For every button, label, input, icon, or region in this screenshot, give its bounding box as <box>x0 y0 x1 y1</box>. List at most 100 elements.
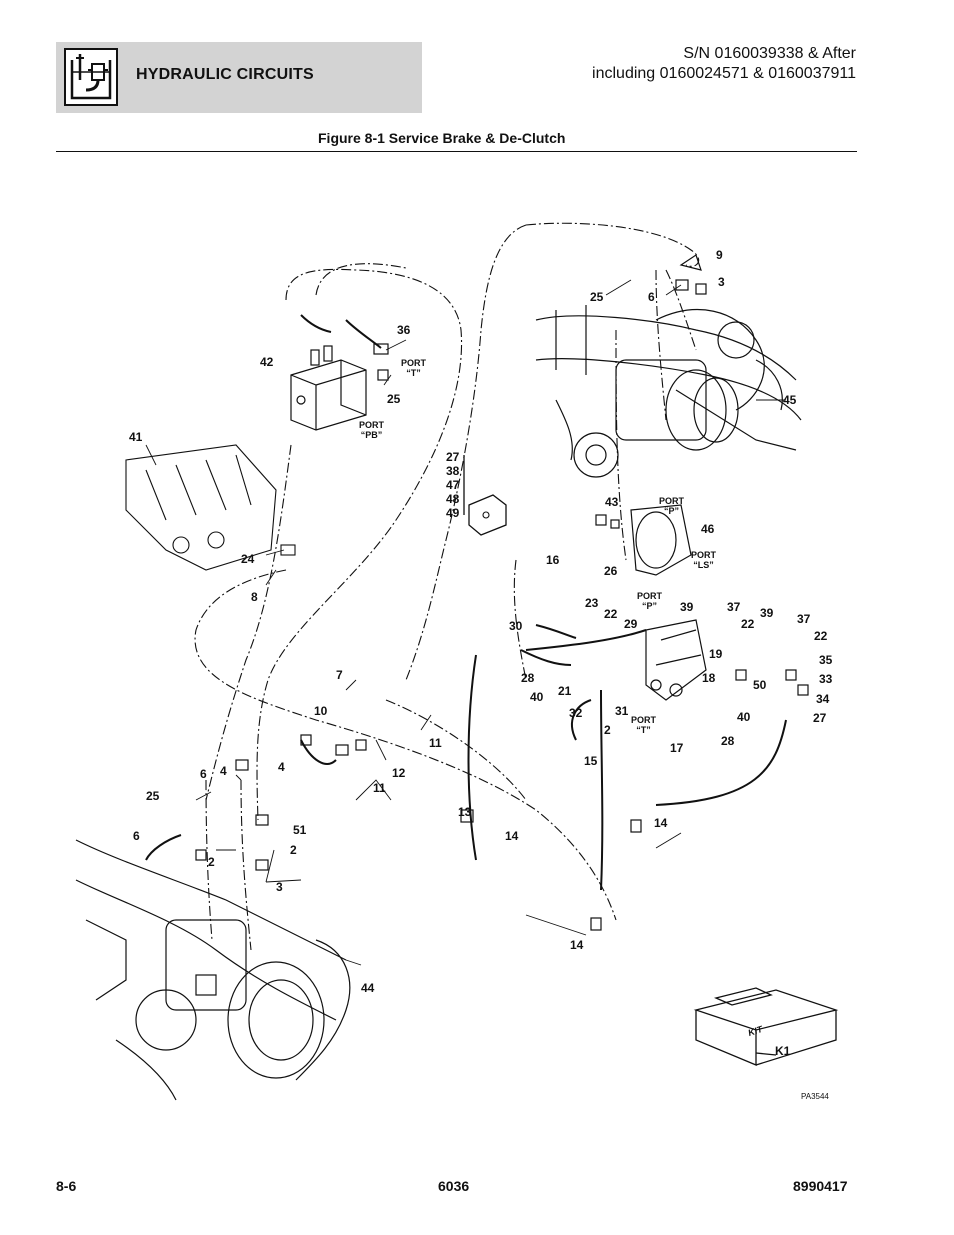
port-label-t: PORT “T” <box>401 358 426 378</box>
callout-38: 38 <box>446 464 460 478</box>
callout-18: 18 <box>702 671 716 685</box>
callout-16: 16 <box>546 553 560 567</box>
callout-49: 49 <box>446 506 460 520</box>
callout-36: 36 <box>397 323 411 337</box>
callout-42: 42 <box>260 355 274 369</box>
callout-21: 21 <box>558 684 572 698</box>
callout-45: 45 <box>783 393 797 407</box>
port-id: “P” <box>642 601 658 611</box>
callout-9: 9 <box>716 248 723 262</box>
callout-6: 6 <box>648 290 655 304</box>
callout-30: 30 <box>509 619 523 633</box>
callout-51: 51 <box>293 823 307 837</box>
callout-4: 4 <box>220 764 227 778</box>
callout-10: 10 <box>314 704 328 718</box>
port-word: PORT <box>359 420 385 430</box>
callout-2: 2 <box>604 723 611 737</box>
callout-39: 39 <box>680 600 694 614</box>
callout-13: 13 <box>458 805 472 819</box>
callout-25: 25 <box>146 789 160 803</box>
callout-6: 6 <box>133 829 140 843</box>
callout-14: 14 <box>570 938 584 952</box>
callout-4: 4 <box>278 760 285 774</box>
port-id: “LS” <box>693 560 714 570</box>
hydraulic-reservoir-icon <box>64 48 118 106</box>
callout-14: 14 <box>505 829 519 843</box>
hydraulic-diagram: 9 3 25 6 36 42 25 45 41 27 38 47 48 49 4… <box>56 160 856 1120</box>
callout-19: 19 <box>709 647 723 661</box>
callout-37: 37 <box>727 600 741 614</box>
image-reference: PA3544 <box>801 1092 829 1101</box>
port-word: PORT <box>401 358 427 368</box>
callout-40: 40 <box>737 710 751 724</box>
port-word: PORT <box>691 550 717 560</box>
callout-14: 14 <box>654 816 668 830</box>
port-label-p: PORT “P” <box>637 591 662 611</box>
callout-3: 3 <box>718 275 725 289</box>
port-id: “P” <box>664 506 680 516</box>
callout-37: 37 <box>797 612 811 626</box>
callout-15: 15 <box>584 754 598 768</box>
diagram-artwork <box>75 222 839 1101</box>
page-number: 8-6 <box>56 1178 77 1194</box>
port-label-t: PORT “T” <box>631 715 656 735</box>
callout-40: 40 <box>530 690 544 704</box>
port-label-ls: PORT “LS” <box>691 550 716 570</box>
callout-44: 44 <box>361 981 375 995</box>
callout-35: 35 <box>819 653 833 667</box>
callout-stack: 27 38 47 48 49 <box>446 450 459 520</box>
callout-26: 26 <box>604 564 618 578</box>
callout-27: 27 <box>813 711 827 725</box>
callout-41: 41 <box>129 430 143 444</box>
port-word: PORT <box>659 496 685 506</box>
callout-31: 31 <box>615 704 629 718</box>
document-number: 8990417 <box>793 1178 848 1194</box>
callout-22: 22 <box>604 607 618 621</box>
callout-32: 32 <box>569 706 583 720</box>
serial-line-1: S/N 0160039338 & After <box>683 45 856 62</box>
callout-17: 17 <box>670 741 684 755</box>
kit-box-icon <box>693 987 839 1066</box>
callout-11: 11 <box>429 736 442 750</box>
callout-34: 34 <box>816 692 830 706</box>
port-label-p: PORT “P” <box>659 496 684 516</box>
callout-23: 23 <box>585 596 599 610</box>
callout-22: 22 <box>814 629 828 643</box>
callout-3: 3 <box>276 880 283 894</box>
callout-11: 11 <box>373 781 386 795</box>
figure-title: Figure 8-1 Service Brake & De-Clutch <box>318 130 566 146</box>
callout-43: 43 <box>605 495 619 509</box>
callout-24: 24 <box>241 552 255 566</box>
callout-7: 7 <box>336 668 343 682</box>
callout-50: 50 <box>753 678 767 692</box>
callout-27: 27 <box>446 450 460 464</box>
callout-39: 39 <box>760 606 774 620</box>
header-rule <box>56 151 857 152</box>
section-header-box: HYDRAULIC CIRCUITS <box>56 42 422 113</box>
serial-line-2: including 0160024571 & 0160037911 <box>592 65 856 82</box>
callout-2: 2 <box>208 855 215 869</box>
port-word: PORT <box>637 591 663 601</box>
callout-28: 28 <box>721 734 735 748</box>
port-id: “T” <box>636 725 651 735</box>
callout-48: 48 <box>446 492 460 506</box>
port-word: PORT <box>631 715 657 725</box>
serial-number-range: S/N 0160039338 & After including 0160024… <box>592 44 856 84</box>
callout-6: 6 <box>200 767 207 781</box>
callout-8: 8 <box>251 590 258 604</box>
callout-28: 28 <box>521 671 535 685</box>
callout-12: 12 <box>392 766 406 780</box>
model-number: 6036 <box>438 1178 470 1194</box>
callout-25: 25 <box>387 392 401 406</box>
callout-47: 47 <box>446 478 460 492</box>
port-id: “PB” <box>360 430 383 440</box>
callout-46: 46 <box>701 522 715 536</box>
section-title: HYDRAULIC CIRCUITS <box>136 66 314 83</box>
callout-33: 33 <box>819 672 833 686</box>
port-label-pb: PORT “PB” <box>359 420 384 440</box>
callout-25: 25 <box>590 290 604 304</box>
callout-22: 22 <box>741 617 755 631</box>
callout-29: 29 <box>624 617 638 631</box>
callout-2: 2 <box>290 843 297 857</box>
port-id: “T” <box>406 368 421 378</box>
